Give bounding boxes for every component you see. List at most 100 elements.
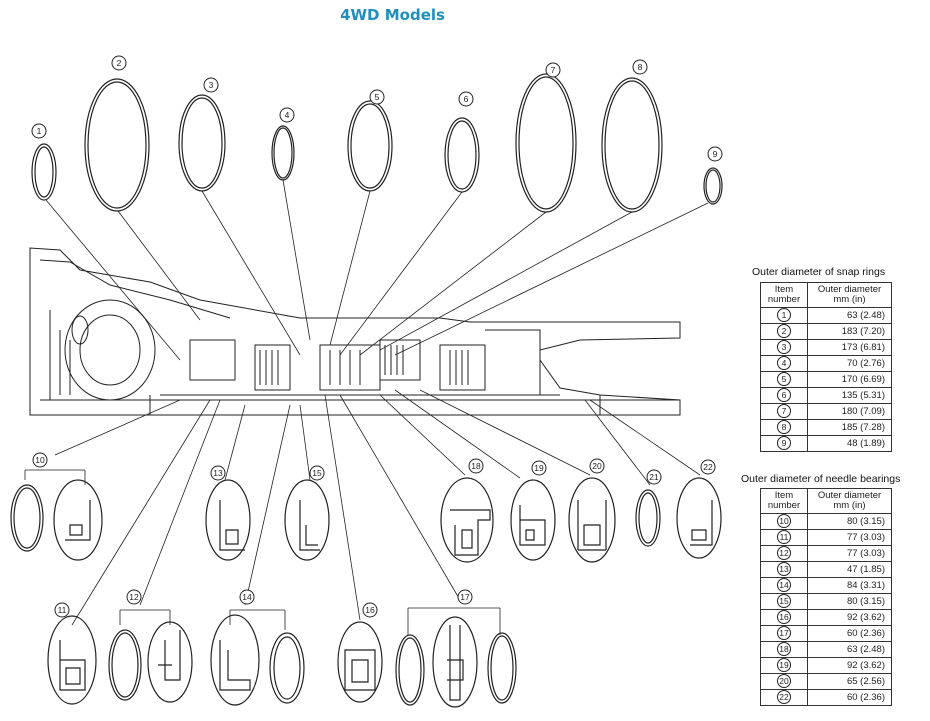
item-number-cell: 7 — [760, 403, 808, 420]
callout-circle — [646, 469, 662, 485]
outer-diameter-value: 84 (3.31) — [807, 577, 892, 594]
outer-diameter-value: 63 (2.48) — [807, 641, 892, 658]
callout-5: 5 — [369, 89, 385, 105]
outer-diameter-value: 70 (2.76) — [807, 355, 892, 372]
outer-diameter-value: 63 (2.48) — [807, 307, 892, 324]
outer-diameter-value: 180 (7.09) — [807, 403, 892, 420]
callout-circle — [203, 77, 219, 93]
callout-10: 10 — [32, 452, 48, 468]
item-number: 4 — [777, 356, 791, 370]
item-number: 18 — [777, 642, 791, 656]
callout-2: 2 — [111, 55, 127, 71]
table-row: 6 135 (5.31) — [760, 387, 892, 404]
outer-diameter-value: 77 (3.03) — [807, 545, 892, 562]
item-number-cell: 2 — [760, 323, 808, 340]
snap-ring-6 — [444, 117, 480, 193]
callout-label: 3 — [209, 80, 214, 90]
outer-diameter-value: 92 (3.62) — [807, 609, 892, 626]
callout-label: 4 — [285, 110, 290, 120]
leader-lines — [24, 179, 709, 635]
snap-ring-4 — [271, 125, 295, 181]
bearing-19-detail — [510, 479, 556, 561]
needle-bearings-col-diameter: Outer diameter mm (in) — [807, 488, 892, 514]
callout-circle — [54, 602, 70, 618]
item-number-cell: 9 — [760, 435, 808, 452]
callout-label: 8 — [638, 62, 643, 72]
callout-18: 18 — [468, 458, 484, 474]
callout-circle — [362, 602, 378, 618]
item-number-cell: 1 — [760, 307, 808, 324]
bearing-11-detail — [47, 615, 97, 705]
item-number: 6 — [777, 388, 791, 402]
item-number-cell: 18 — [760, 641, 808, 658]
item-number-cell: 8 — [760, 419, 808, 436]
snap-ring-3 — [178, 94, 226, 192]
callout-6: 6 — [458, 91, 474, 107]
callout-label: 11 — [58, 605, 67, 615]
outer-diameter-value: 80 (3.15) — [807, 513, 892, 530]
table-row: 10 80 (3.15) — [760, 513, 892, 530]
needle-bearings-col-item: Item number — [760, 488, 808, 514]
callout-circle — [707, 146, 723, 162]
callout-circle — [32, 452, 48, 468]
callout-label: 17 — [460, 592, 470, 602]
callout-14: 14 — [239, 589, 255, 605]
callout-circle — [279, 107, 295, 123]
callout-16: 16 — [362, 602, 378, 618]
outer-diameter-value: 170 (6.69) — [807, 371, 892, 388]
callout-label: 21 — [649, 472, 659, 482]
outer-diameter-value: 185 (7.28) — [807, 419, 892, 436]
item-number: 9 — [777, 436, 791, 450]
callout-19: 19 — [531, 460, 547, 476]
item-number: 16 — [777, 610, 791, 624]
item-number: 1 — [777, 308, 791, 322]
bearing-22-detail — [676, 477, 722, 559]
bearing-15-detail — [284, 479, 330, 561]
bearing-21-ring — [635, 489, 661, 547]
item-number-cell: 11 — [760, 529, 808, 546]
snap-ring-7 — [515, 73, 577, 213]
snap-ring-5 — [347, 100, 393, 192]
item-number-cell: 14 — [760, 577, 808, 594]
bearing-18-detail — [440, 477, 494, 563]
callout-21: 21 — [646, 469, 662, 485]
item-number: 10 — [777, 514, 791, 528]
outer-diameter-value: 92 (3.62) — [807, 657, 892, 674]
callout-11: 11 — [54, 602, 70, 618]
item-number-cell: 17 — [760, 625, 808, 642]
item-number: 2 — [777, 324, 791, 338]
callout-label: 10 — [35, 455, 45, 465]
snap-ring-2 — [84, 78, 150, 212]
callout-circle — [31, 123, 47, 139]
item-number: 7 — [777, 404, 791, 418]
callout-label: 15 — [312, 468, 322, 478]
table-row: 16 92 (3.62) — [760, 609, 892, 626]
callout-label: 6 — [464, 94, 469, 104]
outer-diameter-value: 60 (2.36) — [807, 689, 892, 706]
transmission-assembly — [29, 247, 681, 416]
bearing-17-ring-right — [487, 632, 517, 704]
outer-diameter-value: 47 (1.85) — [807, 561, 892, 578]
bearing-16-detail — [337, 621, 383, 703]
snap-rings-table-title: Outer diameter of snap rings — [752, 266, 886, 278]
table-row: 18 63 (2.48) — [760, 641, 892, 658]
item-number-cell: 4 — [760, 355, 808, 372]
callout-label: 2 — [117, 58, 122, 68]
snap-ring-1 — [31, 143, 57, 201]
item-number-cell: 5 — [760, 371, 808, 388]
bearing-20-detail — [568, 477, 616, 563]
outer-diameter-value: 135 (5.31) — [807, 387, 892, 404]
needle-bearings-table-title: Outer diameter of needle bearings — [741, 473, 901, 485]
callout-label: 18 — [471, 461, 481, 471]
callout-8: 8 — [632, 59, 648, 75]
item-number-cell: 20 — [760, 673, 808, 690]
callout-circle — [126, 589, 142, 605]
